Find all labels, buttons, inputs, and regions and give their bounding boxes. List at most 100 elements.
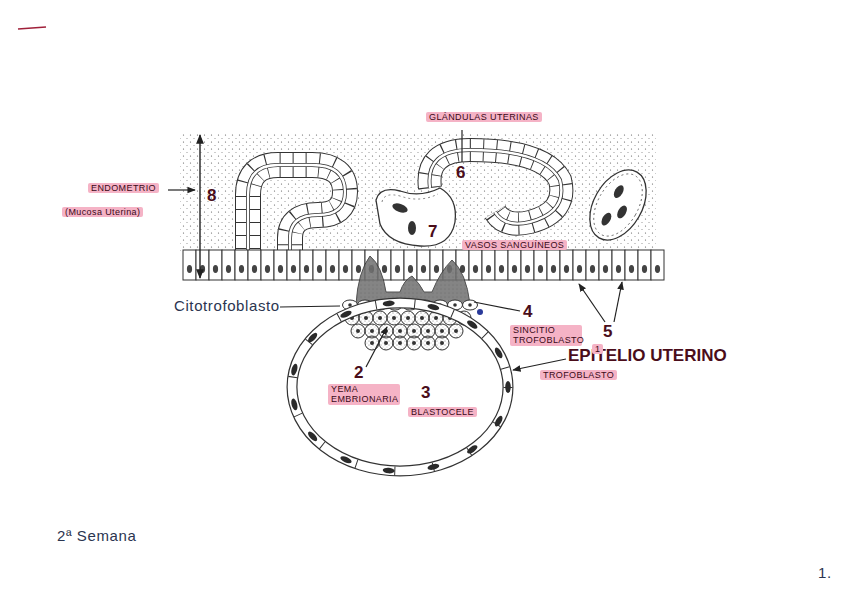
epithelial-cell bbox=[508, 250, 521, 280]
cell-nucleus bbox=[466, 444, 479, 455]
callout-number: 3 bbox=[421, 383, 430, 403]
trophoblast-wall bbox=[292, 303, 508, 471]
label-text: BLASTOCELE bbox=[408, 407, 477, 417]
leader-line bbox=[461, 130, 462, 162]
label-text: SINCITIO TROFOBLASTO bbox=[510, 325, 582, 346]
label-text: TROFOBLASTO bbox=[540, 370, 617, 380]
blastocyst-outline bbox=[290, 301, 510, 473]
blood-vessel bbox=[376, 188, 455, 246]
page-number: 1. bbox=[818, 564, 832, 581]
epithelial-cell bbox=[300, 250, 313, 280]
cell-nucleus bbox=[382, 265, 387, 273]
cell-nucleus bbox=[213, 265, 218, 273]
epithelial-cell bbox=[560, 250, 573, 280]
cell-nucleus bbox=[434, 265, 439, 273]
cell-nucleus bbox=[304, 265, 309, 273]
cell-nucleus bbox=[290, 363, 299, 376]
cell-nucleus bbox=[577, 265, 582, 273]
cell-nucleus bbox=[421, 265, 426, 273]
label-text: 1 bbox=[592, 344, 603, 354]
epithelial-cell bbox=[534, 250, 547, 280]
epithelial-cell bbox=[612, 250, 625, 280]
epithelial-cell bbox=[417, 250, 430, 280]
epithelial-cell bbox=[196, 250, 209, 280]
cell-nucleus bbox=[603, 265, 608, 273]
cell-nucleus bbox=[525, 265, 530, 273]
epithelial-cell bbox=[209, 250, 222, 280]
cell-nucleus bbox=[356, 265, 361, 273]
epithelial-cell bbox=[326, 250, 339, 280]
cell-nucleus bbox=[473, 265, 478, 273]
epithelial-cell bbox=[495, 250, 508, 280]
cell-nucleus bbox=[408, 265, 413, 273]
cell-nucleus bbox=[493, 346, 504, 359]
leader-line bbox=[168, 189, 195, 190]
blue-dot bbox=[477, 309, 483, 315]
cell-nucleus bbox=[343, 265, 348, 273]
cell-nucleus bbox=[383, 467, 395, 474]
cell-nucleus bbox=[383, 300, 395, 307]
epithelial-cell bbox=[313, 250, 326, 280]
callout-number: 7 bbox=[428, 222, 437, 242]
blood-vessel bbox=[578, 160, 658, 250]
leader-line bbox=[280, 306, 340, 307]
epithelial-cell bbox=[222, 250, 235, 280]
cell-nucleus bbox=[499, 265, 504, 273]
cell-nucleus bbox=[187, 265, 192, 273]
epithelial-cell bbox=[248, 250, 261, 280]
epithelial-cell bbox=[261, 250, 274, 280]
cell-nucleus bbox=[252, 265, 257, 273]
label-text: Citotrofoblasto bbox=[174, 297, 280, 314]
epithelial-cell bbox=[287, 250, 300, 280]
label-text: YEMA EMBRIONARIA bbox=[328, 384, 400, 405]
cell-nucleus bbox=[278, 265, 283, 273]
label-text: ENDOMETRIO bbox=[88, 183, 159, 193]
epithelial-cell bbox=[638, 250, 651, 280]
epithelial-cell bbox=[469, 250, 482, 280]
blastocyst: 2YEMA EMBRIONARIA 3BLASTOCELE bbox=[290, 301, 510, 473]
epithelial-cell bbox=[404, 250, 417, 280]
cell-nucleus bbox=[339, 455, 352, 465]
cell-nucleus bbox=[239, 265, 244, 273]
cell-nucleus bbox=[538, 265, 543, 273]
epithelial-cell bbox=[599, 250, 612, 280]
label-text: 2ª Semana bbox=[57, 527, 136, 544]
pen-mark bbox=[18, 27, 46, 29]
dimension-bracket bbox=[199, 135, 200, 278]
cell-nucleus bbox=[330, 265, 335, 273]
cell-nucleus bbox=[551, 265, 556, 273]
epithelial-cell bbox=[482, 250, 495, 280]
callout-number: 2 bbox=[354, 363, 363, 383]
cell-nucleus bbox=[642, 265, 647, 273]
epithelial-cell bbox=[274, 250, 287, 280]
cell-nucleus bbox=[306, 331, 318, 344]
epithelial-cell bbox=[339, 250, 352, 280]
cell-divider bbox=[292, 303, 508, 471]
cell-nucleus bbox=[616, 265, 621, 273]
callout-number: 8 bbox=[207, 186, 216, 206]
uterine-gland bbox=[248, 165, 345, 262]
epithelial-cell bbox=[651, 250, 664, 280]
epithelial-cell bbox=[573, 250, 586, 280]
cell-nucleus bbox=[466, 319, 479, 330]
epithelial-cell bbox=[235, 250, 248, 280]
cell-nucleus bbox=[427, 463, 440, 471]
trophoblast-wall bbox=[292, 303, 508, 471]
cell-nucleus bbox=[629, 265, 634, 273]
cell-nucleus bbox=[291, 265, 296, 273]
syncytiotrophoblast bbox=[356, 256, 470, 304]
cell-nucleus bbox=[590, 265, 595, 273]
cell-nucleus bbox=[493, 415, 504, 428]
callout-number: 5 bbox=[603, 322, 612, 342]
uterine-epithelium bbox=[183, 250, 664, 280]
epithelial-cell bbox=[391, 250, 404, 280]
cell-nucleus bbox=[265, 265, 270, 273]
callout-number: 4 bbox=[523, 302, 532, 322]
cell-nucleus bbox=[655, 265, 660, 273]
leader-line bbox=[366, 327, 387, 367]
cell-nucleus bbox=[505, 381, 511, 393]
epithelial-cell bbox=[521, 250, 534, 280]
cell-nucleus bbox=[486, 265, 491, 273]
